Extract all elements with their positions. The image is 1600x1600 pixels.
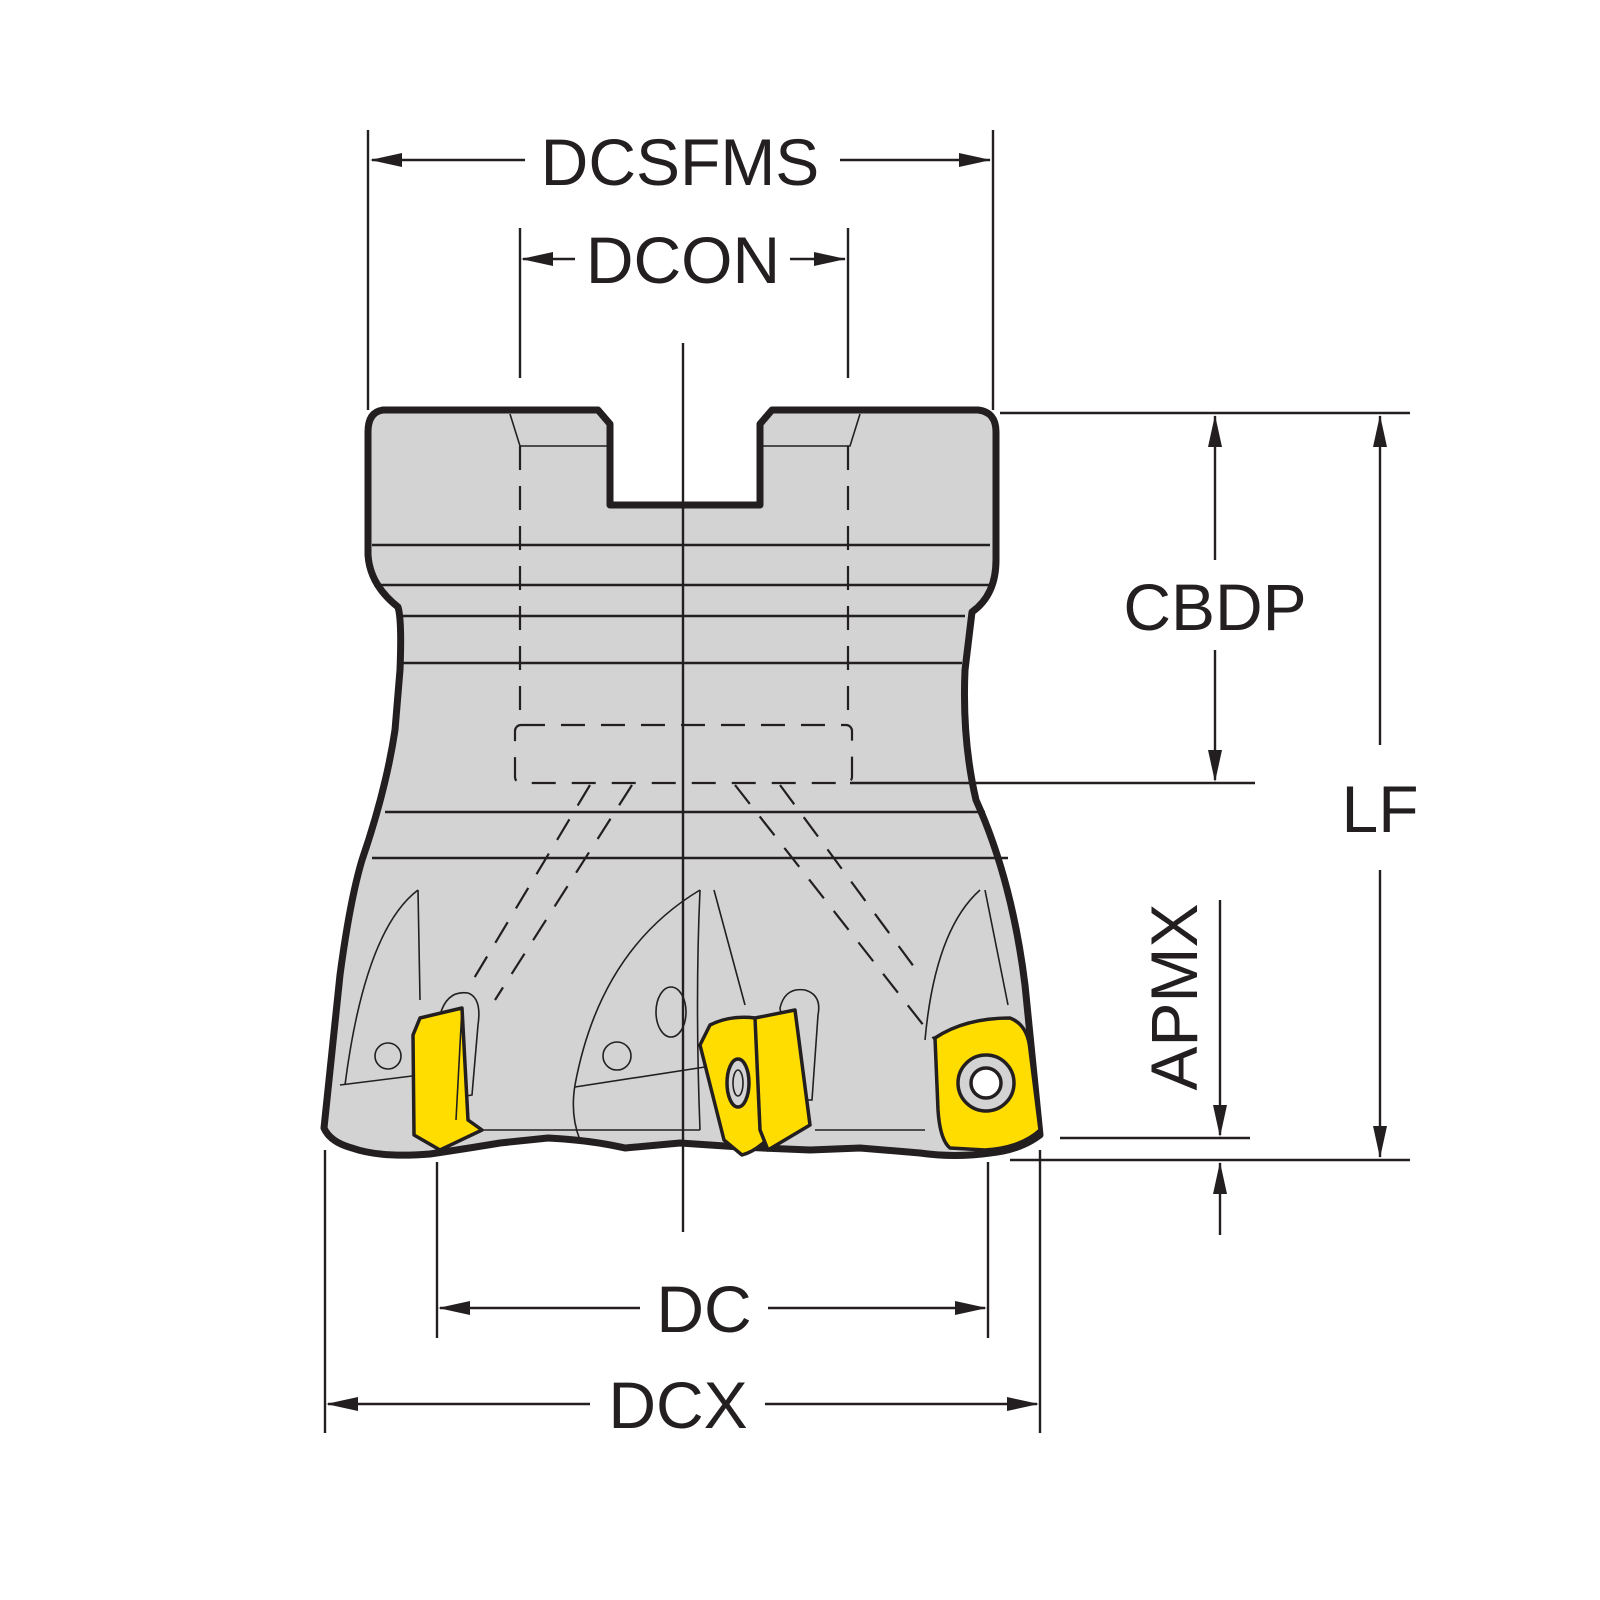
flute-1-edge	[417, 889, 421, 1001]
insert-left-clamp	[439, 991, 480, 1099]
dim-dc-arrow-right	[955, 1301, 987, 1315]
chamfer-right	[760, 413, 861, 447]
dimension-dcsfms: DCSFMS	[370, 125, 991, 199]
pocket-line-1	[339, 1074, 421, 1086]
dim-dcx-arrow-left	[326, 1397, 358, 1411]
insert-right	[933, 1016, 1042, 1152]
dim-dcsfms-arrow-right	[959, 153, 991, 167]
insert-center-body-b	[753, 1008, 812, 1152]
dim-label-cbdp: CBDP	[1123, 570, 1306, 644]
dim-label-dcx: DCX	[608, 1368, 747, 1442]
coolant-hidden-2	[494, 784, 633, 1001]
cutting-inserts	[411, 988, 1042, 1157]
insert-right-torx-icon	[969, 1066, 1003, 1100]
dim-label-lf: LF	[1341, 772, 1418, 846]
insert-left-body	[411, 1006, 484, 1152]
dim-dcon-arrow-left	[521, 252, 553, 266]
flute-2	[572, 889, 701, 1141]
dimension-dcon: DCON	[521, 223, 846, 297]
dim-lf-arrow-top	[1373, 415, 1387, 447]
flute-2-edge-b	[713, 889, 746, 1006]
dim-dcx-arrow-right	[1007, 1397, 1039, 1411]
insert-center-screw	[725, 1057, 751, 1109]
body-hole-1	[374, 1042, 402, 1070]
dim-label-dcsfms: DCSFMS	[541, 125, 820, 199]
dimension-apmx: APMX	[1137, 900, 1227, 1235]
insert-center-screw-torx	[732, 1069, 744, 1097]
extension-lines	[323, 130, 1410, 1433]
dim-label-dcon: DCON	[586, 223, 780, 297]
dimension-dc: DC	[438, 1272, 987, 1346]
dim-apmx-arrow-bottom	[1213, 1162, 1227, 1194]
flute-1	[344, 889, 419, 1086]
dim-label-apmx: APMX	[1137, 903, 1211, 1090]
dim-dcsfms-arrow-left	[370, 153, 402, 167]
insert-center	[698, 988, 820, 1157]
body-construction-lines	[339, 413, 1255, 1141]
insert-left-edge	[455, 1007, 463, 1121]
flute-3-edge	[984, 889, 1009, 1006]
dim-dcon-arrow-right	[814, 252, 846, 266]
dim-label-dc: DC	[656, 1272, 751, 1346]
dimension-cbdp: CBDP	[1123, 415, 1307, 782]
dim-dc-arrow-left	[438, 1301, 470, 1315]
dimension-dcx: DCX	[326, 1368, 1039, 1442]
dim-apmx-arrow-top	[1213, 1105, 1227, 1137]
body-hole-3	[655, 986, 687, 1038]
coolant-hidden-3	[734, 784, 936, 1041]
body-hole-2	[602, 1041, 632, 1071]
dimension-lf: LF	[1341, 415, 1419, 1158]
insert-center-clamp	[779, 988, 820, 1101]
dim-cbdp-arrow-bottom	[1208, 750, 1222, 782]
flute-2-edge	[696, 889, 701, 1131]
insert-left	[411, 991, 484, 1152]
flute-3	[924, 889, 981, 1041]
dim-cbdp-arrow-top	[1208, 415, 1222, 447]
dim-lf-arrow-bottom	[1373, 1126, 1387, 1158]
